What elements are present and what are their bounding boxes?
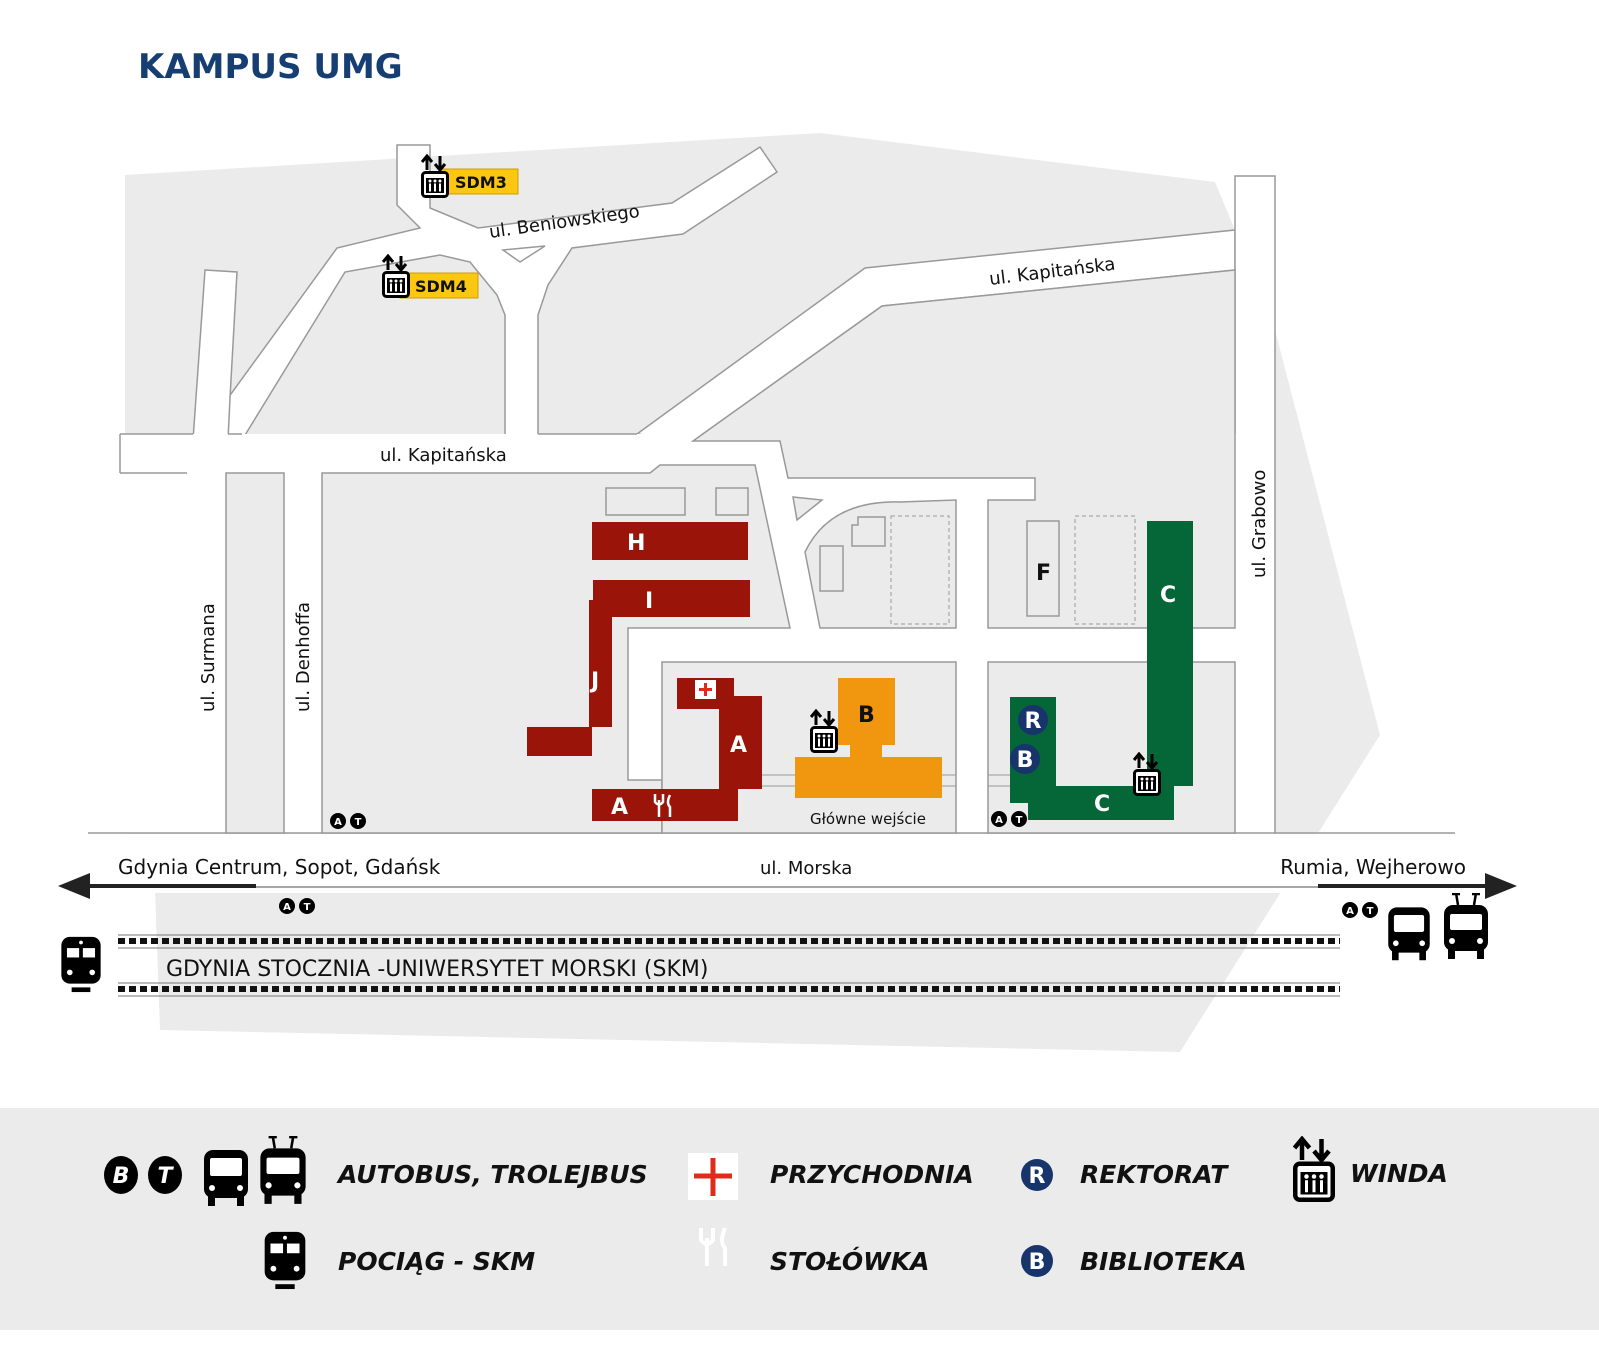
street-grabowo: ul. Grabowo — [1249, 470, 1270, 578]
station-name: GDYNIA STOCZNIA -UNIWERSYTET MORSKI (SKM… — [166, 957, 708, 982]
street-kapitanska-west: ul. Kapitańska — [380, 445, 507, 466]
building-c-label-2: C — [1094, 792, 1110, 817]
svg-text:T: T — [1367, 906, 1374, 917]
legend-elevator-label: WINDA — [1350, 1159, 1448, 1188]
legend-panel — [0, 1108, 1599, 1330]
building-c-label: C — [1160, 583, 1176, 608]
library-badge-label: B — [1017, 748, 1034, 773]
building-j-label: J — [589, 669, 599, 694]
buildings-red — [527, 522, 762, 821]
stop-badges: A T A T A T A T — [279, 811, 1378, 918]
railway-tracks — [118, 934, 1340, 997]
legend-canteen-label: STOŁÓWKA — [770, 1246, 929, 1276]
building-b-label: B — [858, 703, 875, 728]
clinic-icon — [695, 680, 716, 699]
trolleybus-icon — [1442, 893, 1490, 961]
legend-clinic-label: PRZYCHODNIA — [770, 1160, 974, 1189]
legend-clinic-icon — [688, 1153, 738, 1200]
page-title: KAMPUS UMG — [138, 47, 403, 87]
street-morska: ul. Morska — [760, 858, 852, 879]
legend-library-badge-label: B — [1029, 1250, 1046, 1275]
direction-east: Rumia, Wejherowo — [1280, 855, 1466, 879]
building-c[interactable] — [1010, 521, 1193, 820]
library-badge — [1010, 744, 1040, 774]
legend-bus-badges: B T — [104, 1156, 182, 1194]
legend-bus-icon — [204, 1150, 248, 1206]
dorm-sdm4-label: SDM4 — [415, 277, 467, 296]
svg-text:A: A — [334, 817, 342, 828]
dorm-sdm4[interactable] — [399, 272, 479, 299]
svg-text:A: A — [283, 902, 291, 913]
legend-rectorate-label: REKTORAT — [1080, 1160, 1229, 1189]
legend-library-label: BIBLIOTEKA — [1080, 1247, 1247, 1276]
building-h-label: H — [627, 531, 645, 556]
street-surmana: ul. Surmana — [198, 603, 219, 712]
building-a[interactable] — [592, 678, 762, 821]
direction-arrows — [58, 873, 1517, 899]
street-denhoffa: ul. Denhoffa — [293, 602, 314, 712]
svg-text:T: T — [304, 902, 311, 913]
direction-west: Gdynia Centrum, Sopot, Gdańsk — [118, 855, 441, 879]
svg-text:A: A — [995, 815, 1003, 826]
building-a-label-2: A — [611, 795, 628, 820]
building-h[interactable] — [592, 522, 748, 560]
svg-text:T: T — [355, 817, 362, 828]
dorm-sdm3-label: SDM3 — [455, 173, 507, 192]
legend-bus-label: AUTOBUS, TROLEJBUS — [336, 1160, 648, 1189]
building-f-label: F — [1036, 561, 1051, 586]
building-i-label: I — [645, 589, 653, 614]
svg-text:B: B — [113, 1164, 130, 1189]
train-icon — [61, 936, 101, 993]
legend-canteen-icon — [699, 1227, 727, 1266]
legend-train-label: POCIĄG - SKM — [338, 1247, 535, 1276]
dorm-sdm3[interactable] — [439, 168, 519, 195]
main-entrance-label: Główne wejście — [810, 810, 926, 828]
svg-text:T: T — [1016, 815, 1023, 826]
building-a-label: A — [730, 733, 747, 758]
canteen-icon — [653, 794, 672, 817]
legend-rectorate-badge — [1021, 1159, 1053, 1191]
svg-text:A: A — [1346, 906, 1354, 917]
legend-rectorate-badge-label: R — [1029, 1164, 1046, 1189]
building-i-j[interactable] — [527, 580, 750, 756]
rectorate-badge — [1018, 705, 1048, 735]
rectorate-badge-label: R — [1025, 709, 1042, 734]
building-b[interactable] — [795, 678, 942, 798]
legend-library-badge — [1021, 1245, 1053, 1277]
svg-text:T: T — [157, 1164, 174, 1189]
bus-icon — [1388, 907, 1430, 961]
